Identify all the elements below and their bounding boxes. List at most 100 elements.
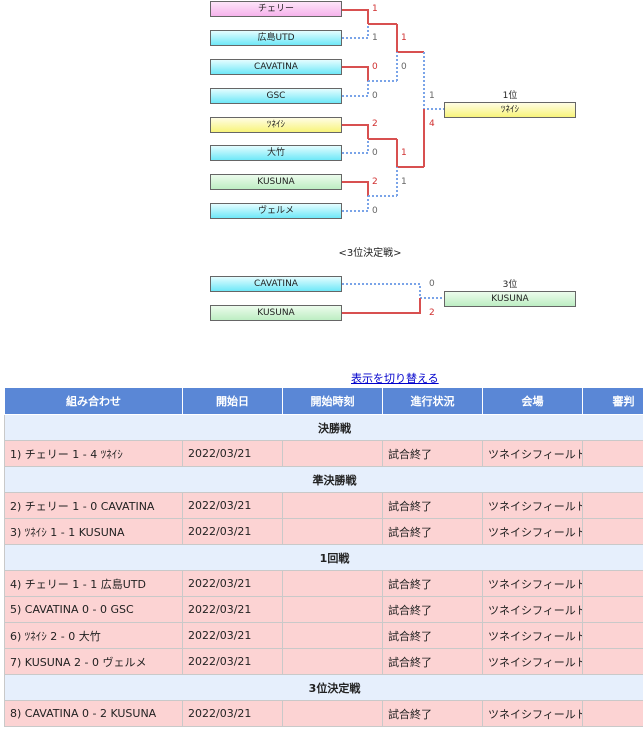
section-title: 準決勝戦: [4, 466, 643, 493]
third-place-box[interactable]: KUSUNA: [444, 291, 576, 307]
time-cell: [282, 622, 383, 649]
venue-cell: ツネイシフィールドCピッチ: [482, 440, 583, 467]
team-box[interactable]: 大竹: [210, 145, 342, 161]
date-cell: 2022/03/21: [182, 596, 283, 623]
match-cell[interactable]: 7) KUSUNA 2 - 0 ヴェルメ: [4, 648, 183, 675]
match-cell[interactable]: 3) ﾂﾈｲｼ 1 - 1 KUSUNA: [4, 518, 183, 545]
time-cell: [282, 700, 383, 727]
bracket-score: 0: [372, 62, 378, 72]
team-box[interactable]: チェリー: [210, 1, 342, 17]
bracket-score: 1: [429, 91, 435, 101]
table-row[interactable]: 4) チェリー 1 - 1 広島UTD 2022/03/21 試合終了 ツネイシ…: [4, 570, 643, 597]
date-cell: 2022/03/21: [182, 622, 283, 649]
section-title: 1回戦: [4, 544, 643, 571]
referee-cell: [582, 440, 643, 467]
col-header-venue[interactable]: 会場: [482, 387, 583, 415]
status-cell: 試合終了: [382, 596, 483, 623]
status-cell: 試合終了: [382, 440, 483, 467]
col-header-status[interactable]: 進行状況: [382, 387, 483, 415]
winner-box[interactable]: ﾂﾈｲｼ: [444, 102, 576, 118]
time-cell: [282, 596, 383, 623]
third-place-lines: [342, 283, 444, 314]
third-rank-label: 3位: [502, 280, 518, 290]
table-header-row: 組み合わせ 開始日 開始時刻 進行状況 会場 審判: [4, 387, 643, 415]
section-title: 3位決定戦: [4, 674, 643, 701]
team-box[interactable]: 広島UTD: [210, 30, 342, 46]
bracket-score: 2: [372, 119, 378, 129]
match-cell[interactable]: 4) チェリー 1 - 1 広島UTD: [4, 570, 183, 597]
venue-cell: ツネイシフィールドCピッチ: [482, 570, 583, 597]
date-cell: 2022/03/21: [182, 440, 283, 467]
results-table: 組み合わせ 開始日 開始時刻 進行状況 会場 審判 決勝戦 1) チェリー 1 …: [4, 387, 643, 727]
referee-cell: [582, 570, 643, 597]
bracket-score: 1: [401, 148, 407, 158]
bracket-lines: [342, 9, 444, 212]
bracket-score: 0: [372, 148, 378, 158]
referee-cell: [582, 700, 643, 727]
date-cell: 2022/03/21: [182, 518, 283, 545]
bracket-score: 4: [429, 119, 435, 129]
bracket-score: 1: [372, 4, 378, 14]
col-header-referee[interactable]: 審判: [582, 387, 643, 415]
match-cell[interactable]: 8) CAVATINA 0 - 2 KUSUNA: [4, 700, 183, 727]
match-cell[interactable]: 5) CAVATINA 0 - 0 GSC: [4, 596, 183, 623]
table-row[interactable]: 1) チェリー 1 - 4 ﾂﾈｲｼ 2022/03/21 試合終了 ツネイシフ…: [4, 440, 643, 467]
time-cell: [282, 492, 383, 519]
status-cell: 試合終了: [382, 648, 483, 675]
table-row[interactable]: 7) KUSUNA 2 - 0 ヴェルメ 2022/03/21 試合終了 ツネイ…: [4, 648, 643, 675]
table-row[interactable]: 8) CAVATINA 0 - 2 KUSUNA 2022/03/21 試合終了…: [4, 700, 643, 727]
match-cell[interactable]: 6) ﾂﾈｲｼ 2 - 0 大竹: [4, 622, 183, 649]
time-cell: [282, 570, 383, 597]
team-box[interactable]: KUSUNA: [210, 305, 342, 321]
bracket-score: 1: [372, 33, 378, 43]
table-row[interactable]: 2) チェリー 1 - 0 CAVATINA 2022/03/21 試合終了 ツ…: [4, 492, 643, 519]
bracket-score: 0: [372, 91, 378, 101]
time-cell: [282, 440, 383, 467]
date-cell: 2022/03/21: [182, 570, 283, 597]
status-cell: 試合終了: [382, 700, 483, 727]
team-box[interactable]: CAVATINA: [210, 59, 342, 75]
table-row[interactable]: 3) ﾂﾈｲｼ 1 - 1 KUSUNA 2022/03/21 試合終了 ツネイ…: [4, 518, 643, 545]
col-header-date[interactable]: 開始日: [182, 387, 283, 415]
status-cell: 試合終了: [382, 492, 483, 519]
date-cell: 2022/03/21: [182, 492, 283, 519]
team-box[interactable]: KUSUNA: [210, 174, 342, 190]
venue-cell: ツネイシフィールドCピッチ: [482, 622, 583, 649]
bracket-score: 0: [401, 62, 407, 72]
match-cell[interactable]: 2) チェリー 1 - 0 CAVATINA: [4, 492, 183, 519]
toggle-view-link[interactable]: 表示を切り替える: [351, 372, 439, 385]
venue-cell: ツネイシフィールドCピッチ: [482, 518, 583, 545]
time-cell: [282, 648, 383, 675]
venue-cell: ツネイシフィールドCピッチ: [482, 648, 583, 675]
referee-cell: [582, 518, 643, 545]
bracket-score: 0: [372, 206, 378, 216]
bracket-score: 1: [401, 33, 407, 43]
referee-cell: [582, 622, 643, 649]
date-cell: 2022/03/21: [182, 648, 283, 675]
bracket-score: 2: [372, 177, 378, 187]
venue-cell: ツネイシフィールドCピッチ: [482, 596, 583, 623]
date-cell: 2022/03/21: [182, 700, 283, 727]
status-cell: 試合終了: [382, 570, 483, 597]
col-header-match[interactable]: 組み合わせ: [4, 387, 183, 415]
referee-cell: [582, 596, 643, 623]
team-box[interactable]: ﾂﾈｲｼ: [210, 117, 342, 133]
team-box[interactable]: CAVATINA: [210, 276, 342, 292]
bracket-score: 0: [429, 279, 435, 289]
time-cell: [282, 518, 383, 545]
match-cell[interactable]: 1) チェリー 1 - 4 ﾂﾈｲｼ: [4, 440, 183, 467]
status-cell: 試合終了: [382, 518, 483, 545]
status-cell: 試合終了: [382, 622, 483, 649]
team-box[interactable]: ヴェルメ: [210, 203, 342, 219]
bracket-score: 1: [401, 177, 407, 187]
third-place-title: <3位決定戦>: [338, 248, 402, 259]
team-box[interactable]: GSC: [210, 88, 342, 104]
referee-cell: [582, 648, 643, 675]
table-row[interactable]: 5) CAVATINA 0 - 0 GSC 2022/03/21 試合終了 ツネ…: [4, 596, 643, 623]
venue-cell: ツネイシフィールドCピッチ: [482, 700, 583, 727]
col-header-time[interactable]: 開始時刻: [282, 387, 383, 415]
section-title: 決勝戦: [4, 414, 643, 441]
table-row[interactable]: 6) ﾂﾈｲｼ 2 - 0 大竹 2022/03/21 試合終了 ツネイシフィー…: [4, 622, 643, 649]
bracket-score: 2: [429, 308, 435, 318]
venue-cell: ツネイシフィールドCピッチ: [482, 492, 583, 519]
